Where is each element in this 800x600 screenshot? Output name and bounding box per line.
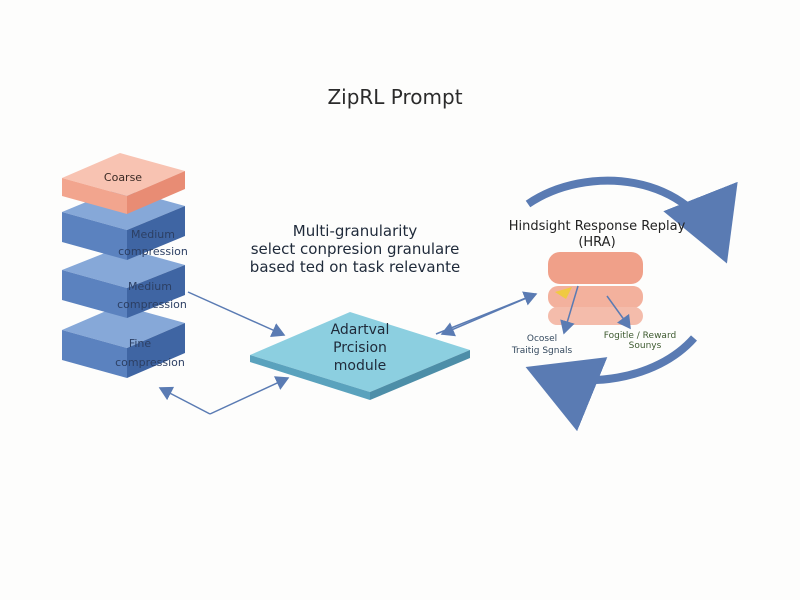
center-text-line-2: select conpresion granulare <box>251 240 460 258</box>
hrr-left-down-arrow <box>560 285 579 335</box>
medium-top-label-2: compression <box>118 245 188 258</box>
hrr-cycle-arrow-top <box>525 176 738 264</box>
hrr-title-1: Hindsight Response Replay <box>509 219 686 234</box>
medium-mid-label-1: Medium <box>128 280 172 293</box>
hrr-to-module-arrow <box>440 293 537 337</box>
hrr-highlight-icon <box>555 287 572 299</box>
coarse-label: Coarse <box>104 171 142 184</box>
medium-compression-block-lower: Medium compression <box>62 247 187 318</box>
stack-to-module-arrow <box>187 291 286 337</box>
hrr-stack <box>548 252 643 325</box>
hrr-right-down-arrow <box>606 295 631 330</box>
return-arrow-right <box>209 376 290 415</box>
hrr-cycle-arrow-bottom <box>525 335 697 432</box>
hrr-left-label-1: Ocosel <box>527 334 557 344</box>
module-label-3: module <box>334 358 386 374</box>
fine-compression-block: Fine compression <box>62 305 185 378</box>
fine-label-2: compression <box>115 356 185 369</box>
compression-stack: Fine compression Medium compression Medi… <box>62 153 188 378</box>
center-text-line-1: Multi-granularity <box>293 222 418 240</box>
hrr-right-label-2: Sounys <box>629 341 662 351</box>
fine-label-1: Fine <box>129 337 152 350</box>
center-text-line-3: based ted on task relevante <box>250 258 460 276</box>
hrr-right-label-1: Fogitle / Reward <box>604 331 676 341</box>
return-arrow-left <box>158 386 211 415</box>
hrr-left-label-2: Traitig Sgnals <box>511 346 573 356</box>
module-label-1: Adartval <box>331 322 390 338</box>
medium-mid-label-2: compression <box>117 298 187 311</box>
hrr-title-2: (HRA) <box>578 235 615 250</box>
medium-top-label-1: Medium <box>131 228 175 241</box>
adaptive-precision-module: Adartval Prcision module <box>250 312 470 400</box>
coarse-compression-block: Coarse <box>62 153 185 214</box>
diagram-title: ZipRL Prompt <box>327 85 462 109</box>
module-label-2: Prcision <box>333 340 387 356</box>
